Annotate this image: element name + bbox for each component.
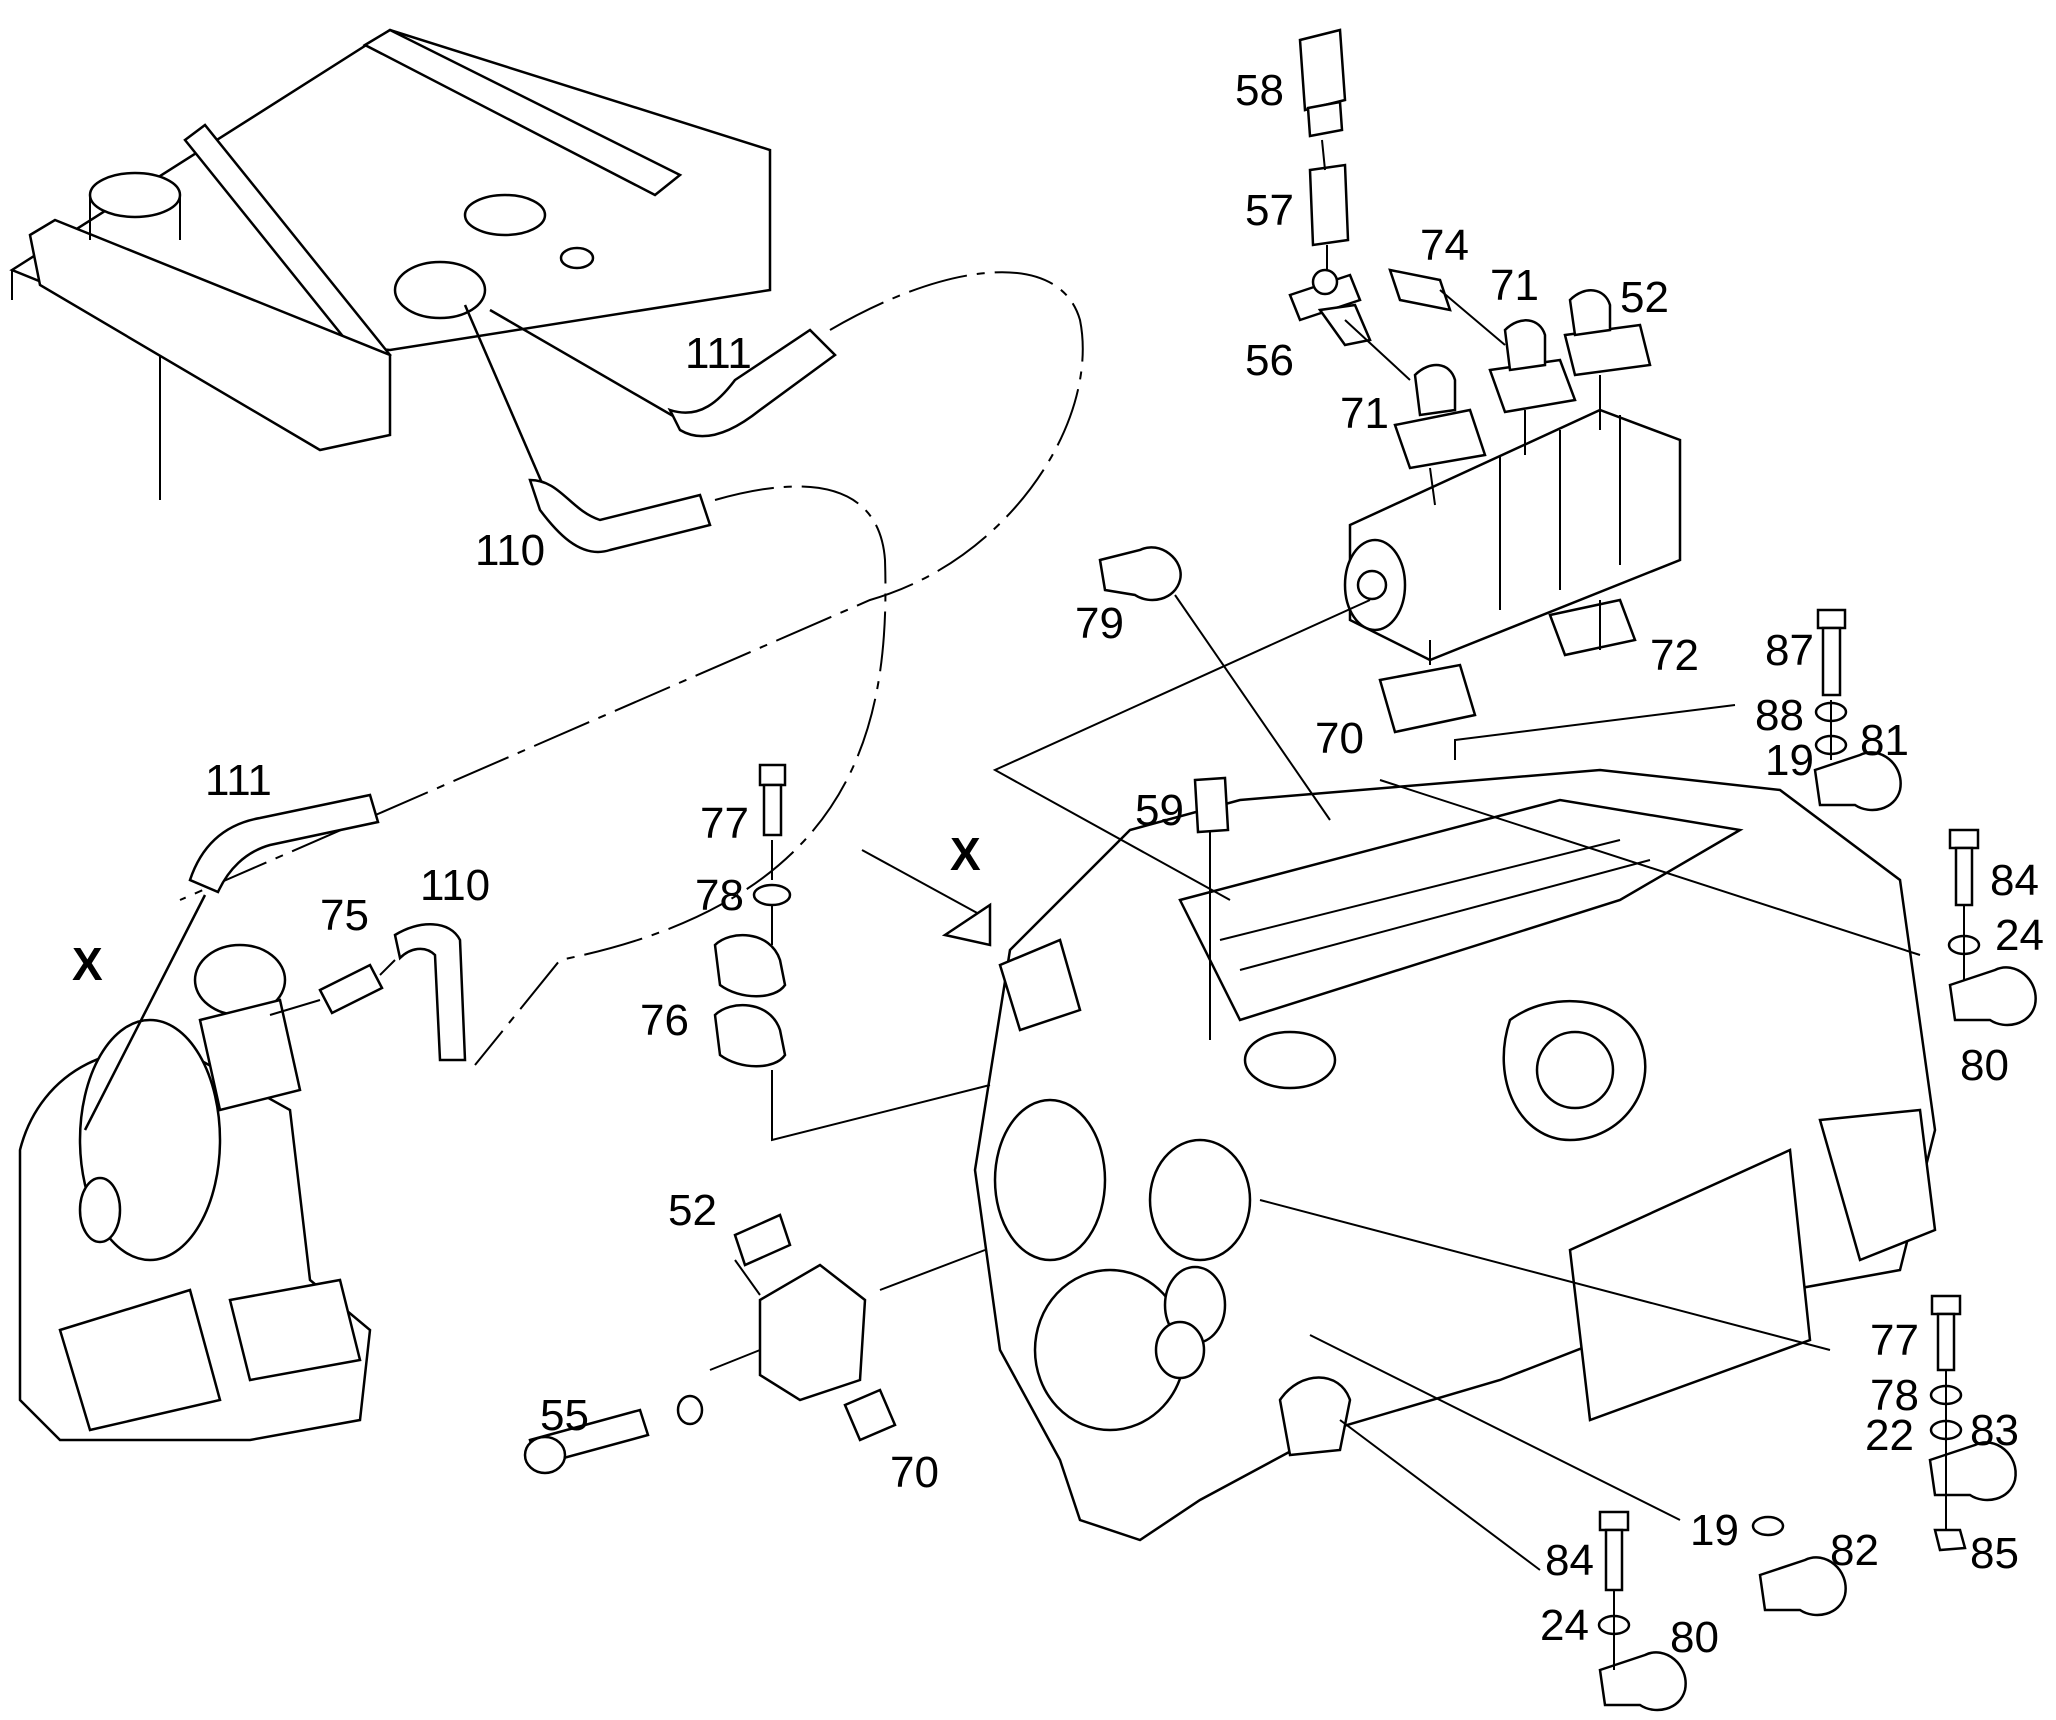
fitting-57	[1308, 163, 1350, 247]
clamp-83	[1928, 1441, 2017, 1502]
callout-74: 74	[1420, 221, 1469, 270]
callout-59: 59	[1135, 786, 1184, 835]
callout-110-lower: 110	[420, 861, 490, 910]
flange-70-upper	[1378, 663, 1477, 734]
view-arrow-x	[861, 849, 992, 947]
clamp-80-upper	[1948, 966, 2037, 1027]
callout-78-right: 78	[1870, 1371, 1919, 1420]
hydraulic-tank	[9, 28, 772, 500]
bolt-87	[1816, 608, 1847, 697]
washer-78-left	[752, 883, 792, 907]
bolt-77-left	[758, 763, 787, 837]
callout-56: 56	[1245, 336, 1294, 385]
callout-81: 81	[1860, 716, 1909, 765]
view-mark-x-left: X	[72, 938, 103, 990]
callout-57: 57	[1245, 186, 1294, 235]
callout-71-lower: 71	[1340, 389, 1389, 438]
callout-19-upper: 19	[1765, 736, 1814, 785]
fitting-74	[1388, 268, 1452, 312]
callout-77-left: 77	[700, 799, 749, 848]
callout-80-upper: 80	[1960, 1041, 2009, 1090]
clamp-81	[1813, 751, 1902, 812]
nut-85	[1933, 1528, 1967, 1552]
callout-75: 75	[320, 891, 369, 940]
callout-111-upper: 111	[685, 329, 752, 378]
clamp-82	[1758, 1556, 1847, 1617]
callout-80-lower: 80	[1670, 1613, 1719, 1662]
pump-assembly-lower	[523, 1213, 897, 1475]
callout-82: 82	[1830, 1526, 1879, 1575]
callout-70-upper: 70	[1315, 714, 1364, 763]
callout-84-lower: 84	[1545, 1536, 1594, 1585]
callout-88: 88	[1755, 691, 1804, 740]
fitting-75	[269, 959, 396, 1016]
callout-84-upper: 84	[1990, 856, 2039, 905]
callout-110-upper: 110	[475, 526, 545, 575]
view-mark-x-arrow: X	[950, 828, 981, 880]
callout-76: 76	[640, 996, 689, 1045]
callout-111-lower: 111	[205, 756, 272, 805]
tee-fitting-56	[1288, 268, 1372, 347]
callout-24-lower: 24	[1540, 1601, 1589, 1650]
callout-78-left: 78	[695, 871, 744, 920]
callout-labels: 58 57 74 71 52 56 71 111 110 79 72 70 87…	[72, 66, 2044, 1662]
callout-24-upper: 24	[1995, 911, 2044, 960]
fitting-59	[1193, 776, 1230, 834]
callout-79: 79	[1075, 599, 1124, 648]
bolt-84-upper	[1948, 828, 1980, 907]
hose-110-lower	[393, 923, 467, 1062]
callout-77-right: 77	[1870, 1316, 1919, 1365]
elbow-flange-71-upper	[1488, 319, 1577, 414]
callout-85: 85	[1970, 1529, 2019, 1578]
hose-110-upper	[463, 304, 887, 1066]
callout-83: 83	[1970, 1406, 2019, 1455]
clamp-79	[1098, 546, 1182, 602]
callout-71-upper: 71	[1490, 261, 1539, 310]
engine-block	[973, 768, 1937, 1542]
callout-52-lower: 52	[668, 1186, 717, 1235]
washer-19-lower	[1751, 1515, 1785, 1537]
callout-55: 55	[540, 1391, 589, 1440]
elbow-flange-71-lower	[1393, 363, 1487, 470]
elbow-flange-52-upper	[1563, 289, 1652, 377]
callout-87: 87	[1765, 626, 1814, 675]
callout-70-lower: 70	[890, 1448, 939, 1497]
clamp-76	[713, 933, 787, 1068]
callout-58: 58	[1235, 66, 1284, 115]
bolt-84-lower	[1598, 1510, 1630, 1592]
callout-72: 72	[1650, 631, 1699, 680]
flange-72	[1548, 598, 1637, 657]
leader-lines	[709, 139, 1965, 1670]
callout-52-upper: 52	[1620, 273, 1669, 322]
fitting-58	[1298, 28, 1347, 138]
pump-assembly-left	[18, 943, 372, 1442]
hose-111-lower	[83, 793, 380, 1131]
callout-19-lower: 19	[1690, 1506, 1739, 1555]
callout-22: 22	[1865, 1411, 1914, 1460]
bolt-77-right	[1930, 1294, 1962, 1372]
clamp-80-lower	[1598, 1651, 1687, 1712]
hose-111-upper	[179, 271, 1084, 901]
